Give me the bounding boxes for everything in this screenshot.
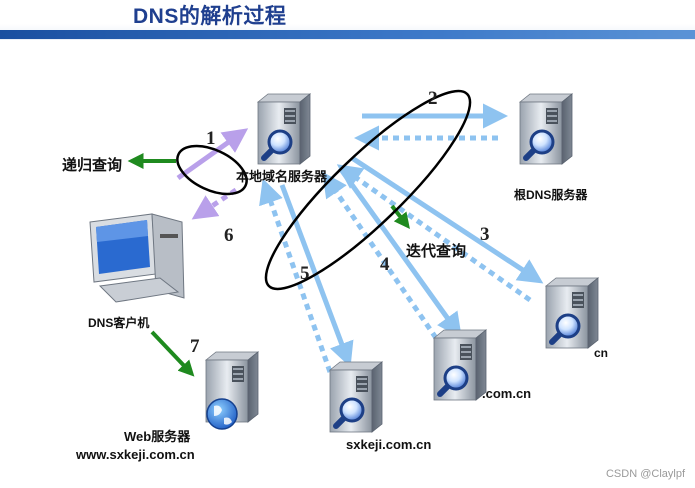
iterative-query-label: 迭代查询 (406, 243, 467, 260)
arrow-client-to-web (150, 330, 195, 377)
arrow-local-to-comcn (337, 166, 462, 339)
comcn-server-icon (433, 329, 487, 401)
step-number-2: 2 (428, 88, 438, 109)
arrow-iterative (390, 204, 410, 230)
root-dns-server-icon (519, 93, 573, 165)
request-arrows (279, 103, 544, 368)
step-number-6: 6 (224, 225, 234, 246)
cn-server-icon (545, 277, 599, 349)
header-rule (0, 30, 695, 39)
dns-client-label: DNS客户机 (88, 316, 150, 330)
cn-label: cn (594, 346, 609, 360)
arrow-comcn-to-local (322, 171, 439, 340)
sxkeji-server-icon (329, 361, 383, 433)
arrow-local-to-client (191, 187, 238, 220)
computer-icon (89, 213, 185, 303)
web-server-icon (205, 351, 259, 430)
step-number-7: 7 (190, 336, 200, 357)
step-number-4: 4 (380, 254, 390, 275)
step-number-3: 3 (480, 224, 490, 245)
arrow-client-to-local (176, 128, 249, 181)
client-arrows (176, 128, 249, 220)
root-dns-label: 根DNS服务器 (514, 188, 588, 202)
green-arrows (127, 153, 410, 377)
local-dns-label: 本地域名服务器 (236, 169, 328, 184)
arrow-local-to-sxkeji (279, 184, 354, 368)
web-server-label: Web服务器 (124, 429, 191, 444)
page-title: DNS的解析过程 (133, 5, 287, 28)
step-number-1: 1 (206, 128, 216, 149)
local-dns-server-icon (257, 93, 311, 165)
comcn-label: .com.cn (482, 386, 532, 401)
recursive-query-label: 递归查询 (62, 157, 123, 174)
response-arrows (259, 125, 532, 373)
iterative-ellipse (264, 89, 472, 291)
recursive-ellipse (176, 144, 248, 196)
arrow-cn-to-local (336, 164, 532, 303)
sxkeji-label: sxkeji.com.cn (346, 437, 432, 452)
step-number-5: 5 (300, 263, 310, 284)
globe-icon (206, 398, 238, 430)
watermark: CSDN @Claylpf (605, 468, 685, 480)
www-label: www.sxkeji.com.cn (76, 447, 195, 462)
arrow-local-to-cn (350, 155, 544, 284)
